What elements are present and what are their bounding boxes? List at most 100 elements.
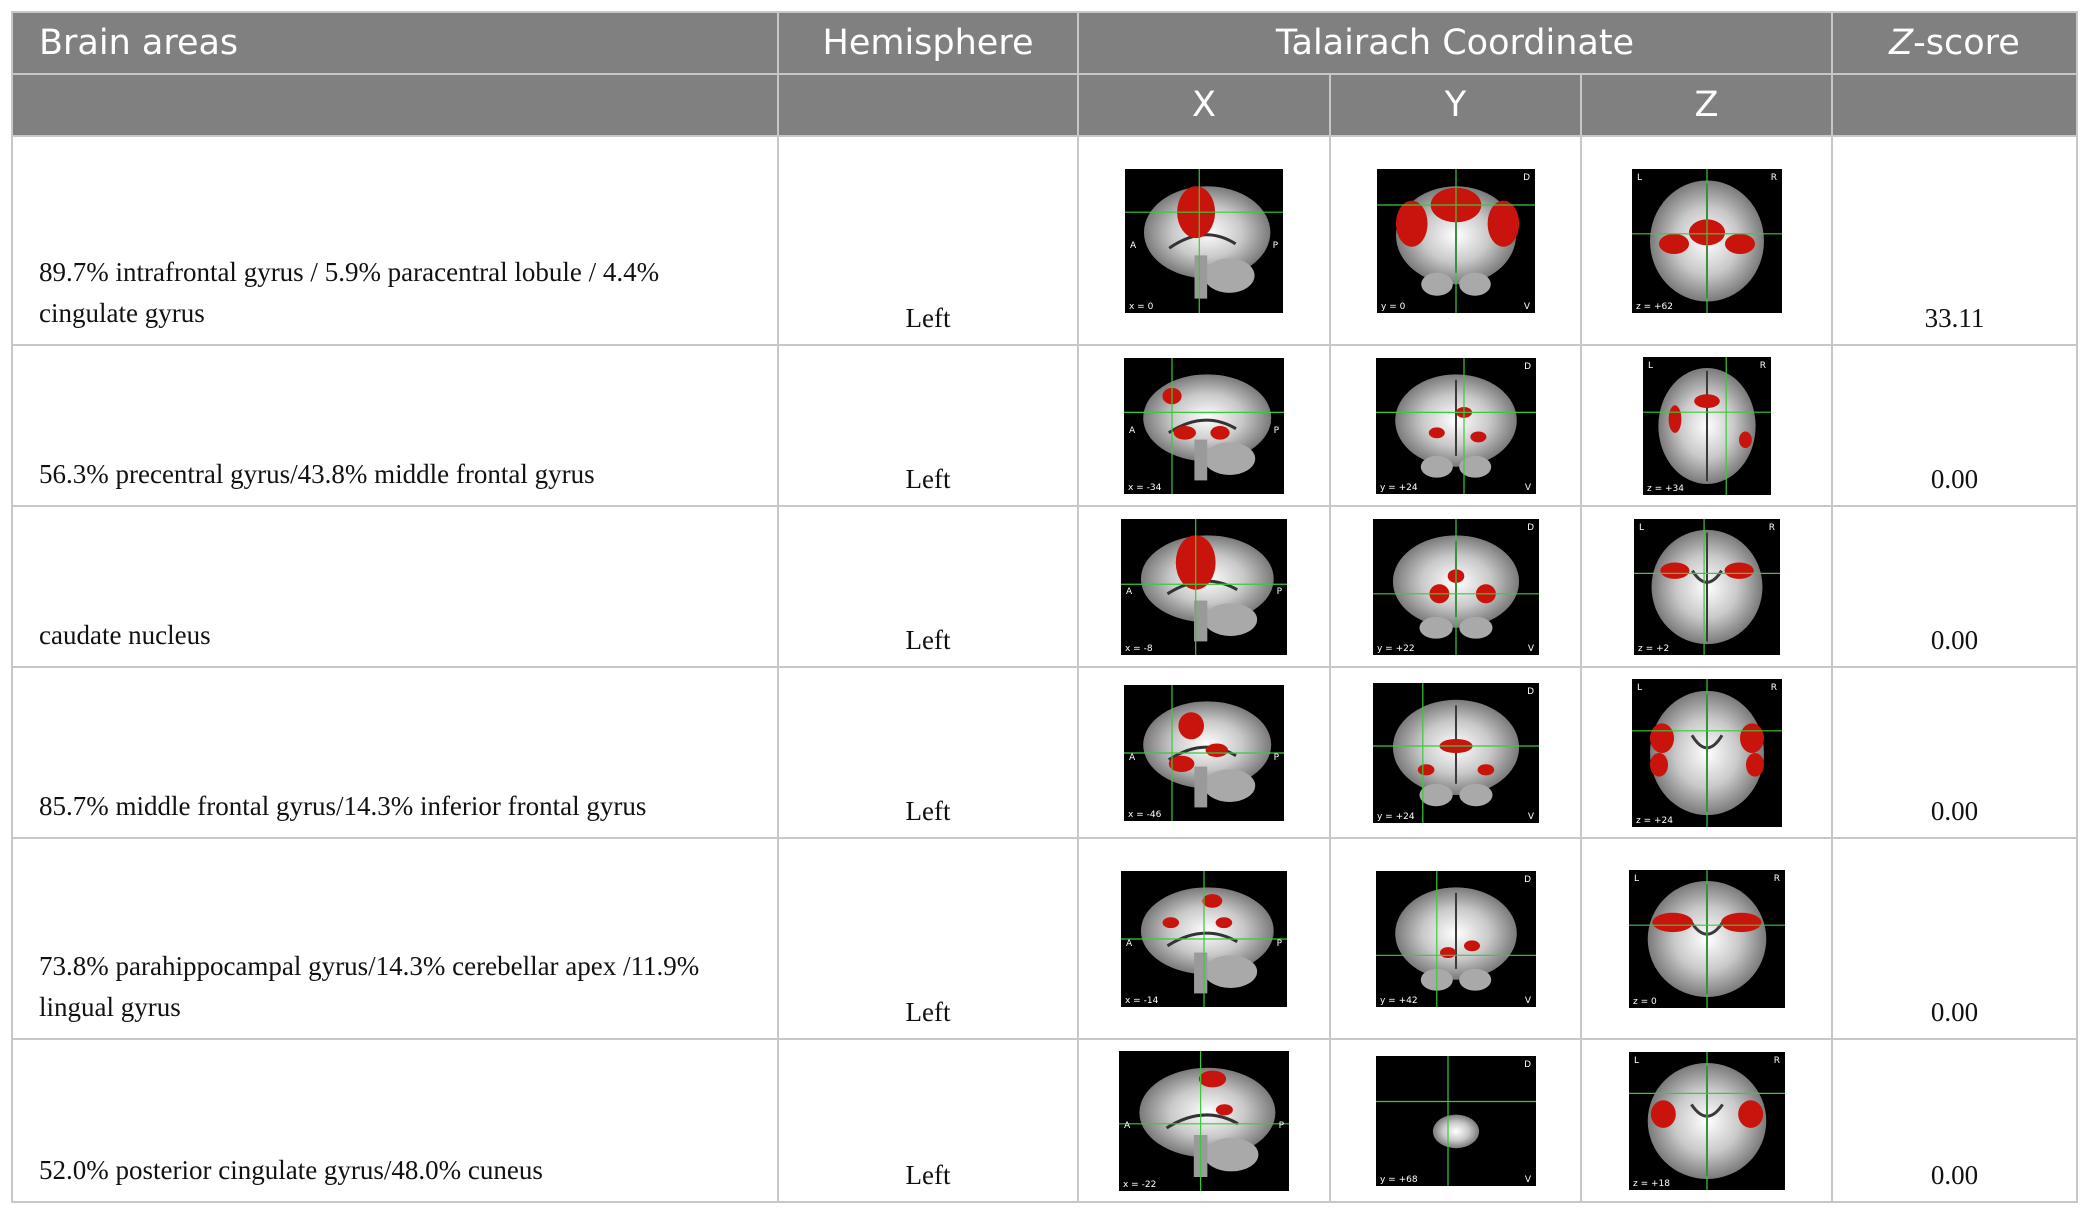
- crosshair: [1631, 678, 1782, 827]
- slice-coordinate-label: x = -8: [1125, 644, 1153, 654]
- header-brain-areas: Brain areas: [11, 11, 779, 75]
- activation-cluster: [1198, 1070, 1227, 1087]
- activation-cluster: [1463, 939, 1480, 951]
- sagittal-slice-image: A Px = 0: [1125, 168, 1283, 313]
- hemisphere-cell: Left: [777, 344, 1079, 507]
- slice-coordinate-label: y = +24: [1380, 483, 1418, 493]
- table-row: 89.7% intrafrontal gyrus / 5.9% paracent…: [11, 135, 2078, 346]
- slice-coordinate-label: x = -46: [1128, 810, 1162, 820]
- orientation-label: R: [1759, 361, 1765, 371]
- coronal-slice-image: DVy = +24: [1375, 357, 1536, 494]
- slice-coordinate-label: x = 0: [1129, 302, 1154, 312]
- slice-coordinate-label: y = +68: [1380, 1175, 1418, 1185]
- crosshair: [1376, 168, 1535, 313]
- hemisphere-cell: Left: [777, 135, 1079, 346]
- slice-coordinate-label: z = +34: [1647, 484, 1684, 494]
- orientation-label: P: [1273, 241, 1279, 251]
- activation-cluster: [1649, 722, 1674, 753]
- orientation-label: D: [1527, 687, 1534, 697]
- slice-coordinate-label: z = +24: [1636, 816, 1673, 826]
- orientation-label: D: [1524, 1060, 1531, 1070]
- activation-cluster: [1649, 752, 1668, 777]
- orientation-label: D: [1527, 523, 1534, 533]
- activation-cluster: [1477, 763, 1494, 775]
- header-z: Z: [1580, 73, 1833, 137]
- activation-cluster: [1658, 233, 1689, 254]
- coronal-slice-image: DVy = +68: [1375, 1055, 1536, 1186]
- orientation-label: L: [1634, 874, 1639, 884]
- activation-cluster: [1487, 200, 1519, 247]
- orientation-label: V: [1527, 812, 1534, 822]
- slice-coordinate-label: z = 0: [1633, 997, 1657, 1007]
- orientation-label: P: [1279, 1121, 1285, 1131]
- activation-cluster: [1745, 752, 1764, 777]
- orientation-label: A: [1130, 241, 1137, 251]
- activation-cluster: [1168, 755, 1195, 772]
- crosshair: [1375, 1055, 1536, 1186]
- zscore-cell: 0.00: [1831, 1038, 2078, 1203]
- activation-cluster: [1720, 912, 1762, 932]
- crosshair: [1628, 869, 1785, 1008]
- activation-cluster: [1724, 562, 1754, 579]
- slice-coordinate-label: y = +22: [1377, 644, 1415, 654]
- crosshair: [1125, 168, 1283, 313]
- slice-coordinate-label: x = -22: [1123, 1180, 1156, 1190]
- zscore-cell: 0.00: [1831, 837, 2078, 1040]
- orientation-label: L: [1637, 173, 1642, 183]
- header-zscore: Z-score: [1831, 11, 2078, 75]
- crosshair: [1628, 1051, 1785, 1190]
- activation-cluster: [1469, 430, 1486, 442]
- orientation-label: V: [1524, 996, 1531, 1006]
- header-empty-cell: [11, 73, 779, 137]
- coronal-slice-image: DVy = +42: [1375, 870, 1536, 1007]
- activation-cluster: [1417, 763, 1434, 775]
- zscore-cell: 33.11: [1831, 135, 2078, 346]
- activation-cluster: [1210, 425, 1230, 440]
- header-x: X: [1077, 73, 1331, 137]
- activation-cluster: [1428, 426, 1445, 438]
- slice-coordinate-label: x = -34: [1128, 483, 1162, 493]
- brain-area-cell: 56.3% precentral gyrus/43.8% middle fron…: [11, 344, 779, 507]
- activation-cluster: [1395, 200, 1428, 247]
- crosshair: [1631, 168, 1782, 313]
- crosshair: [1124, 684, 1284, 821]
- brain-area-cell: 52.0% posterior cingulate gyrus/48.0% cu…: [11, 1038, 779, 1203]
- activation-cluster: [1215, 916, 1233, 928]
- crosshair: [1372, 518, 1539, 655]
- coronal-slice-image: DVy = +22: [1372, 518, 1539, 655]
- orientation-label: L: [1639, 523, 1644, 533]
- slice-coordinate-label: z = +18: [1633, 1179, 1670, 1189]
- slice-coordinate-label: y = +42: [1380, 996, 1418, 1006]
- table-row: 56.3% precentral gyrus/43.8% middle fron…: [11, 344, 2078, 507]
- crosshair: [1642, 356, 1771, 495]
- activation-cluster: [1693, 393, 1720, 408]
- header-hemisphere: Hemisphere: [777, 11, 1079, 75]
- hemisphere-cell: Left: [777, 1038, 1079, 1203]
- header-row-1: Brain areas Hemisphere Talairach Coordin…: [11, 11, 2078, 75]
- activation-cluster: [1162, 916, 1180, 928]
- orientation-label: P: [1277, 938, 1283, 948]
- activation-cluster: [1173, 425, 1196, 440]
- slice-coordinate-label: y = 0: [1381, 302, 1406, 312]
- brain-areas-table: Brain areas Hemisphere Talairach Coordin…: [11, 11, 2078, 1203]
- zscore-cell: 0.00: [1831, 666, 2078, 839]
- slice-coordinate-label: x = -14: [1125, 996, 1159, 1006]
- header-y: Y: [1329, 73, 1582, 137]
